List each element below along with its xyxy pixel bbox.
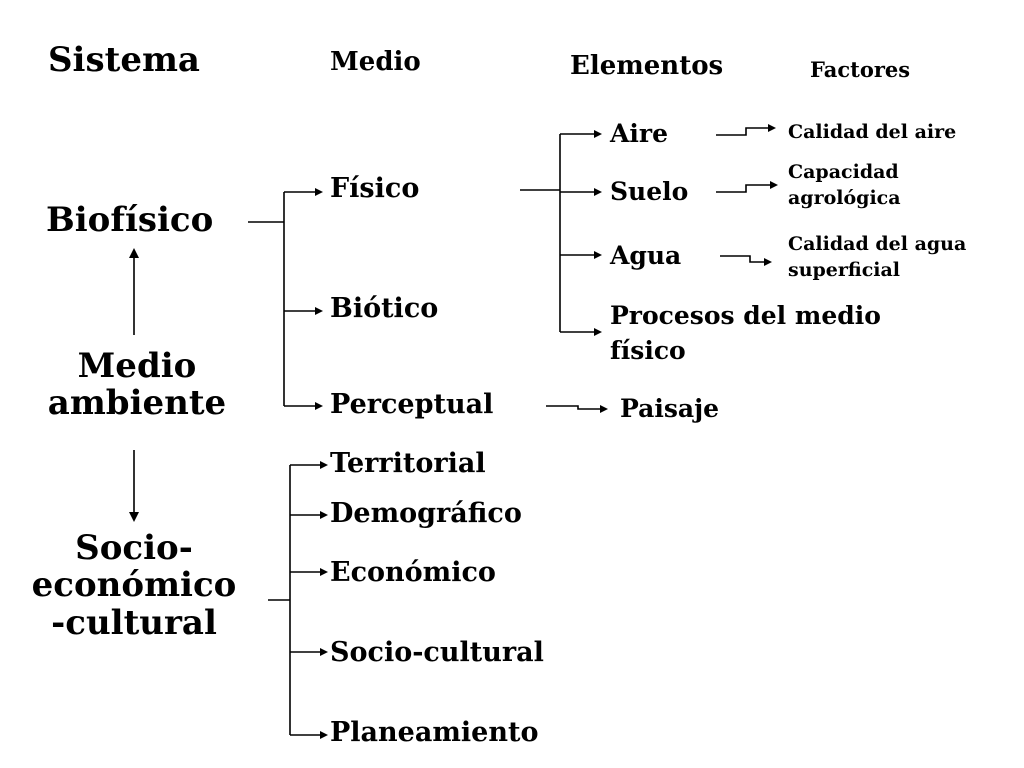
factor-calidad-aire: Calidad del aire <box>788 121 957 143</box>
elemento-paisaje: Paisaje <box>620 394 720 423</box>
medio-perceptual: Perceptual <box>330 389 494 420</box>
elemento-procesos: Procesos del medio físico <box>610 301 881 365</box>
header-factores: Factores <box>810 57 911 82</box>
header-elementos: Elementos <box>570 51 724 81</box>
elemento-aire: Aire <box>610 119 668 148</box>
agua-to-factor-arrow <box>720 255 772 266</box>
suelo-to-factor-arrow <box>716 181 778 193</box>
elemento-suelo: Suelo <box>610 177 689 206</box>
medio-demografico: Demográfico <box>330 498 522 529</box>
elemento-agua: Agua <box>610 241 682 270</box>
header-medio: Medio <box>330 47 421 77</box>
fisico-bracket <box>520 130 602 336</box>
medio-economico: Económico <box>330 557 496 588</box>
header-sistema: Sistema <box>48 40 200 80</box>
medio-socio-cultural: Socio-cultural <box>330 637 544 668</box>
factor-capacidad-agrologica: Capacidad agrológica <box>788 161 901 209</box>
medio-biotico: Biótico <box>330 293 439 324</box>
socio-bracket <box>268 461 328 739</box>
aire-to-factor-arrow <box>716 124 776 136</box>
system-medio-ambiente: Medio ambiente <box>47 346 227 424</box>
system-biofisico: Biofísico <box>46 200 214 240</box>
arrowhead-down-icon <box>129 512 139 522</box>
factor-calidad-agua: Calidad del agua superficial <box>788 233 967 281</box>
medio-fisico: Físico <box>330 173 420 204</box>
arrowhead-up-icon <box>129 248 139 258</box>
biofisico-bracket <box>248 188 323 410</box>
system-socio-economico-cultural: Socio- económico -cultural <box>31 528 237 643</box>
perceptual-to-paisaje-arrow <box>546 405 608 413</box>
medio-territorial: Territorial <box>330 448 486 479</box>
medio-planeamiento: Planeamiento <box>330 717 539 748</box>
